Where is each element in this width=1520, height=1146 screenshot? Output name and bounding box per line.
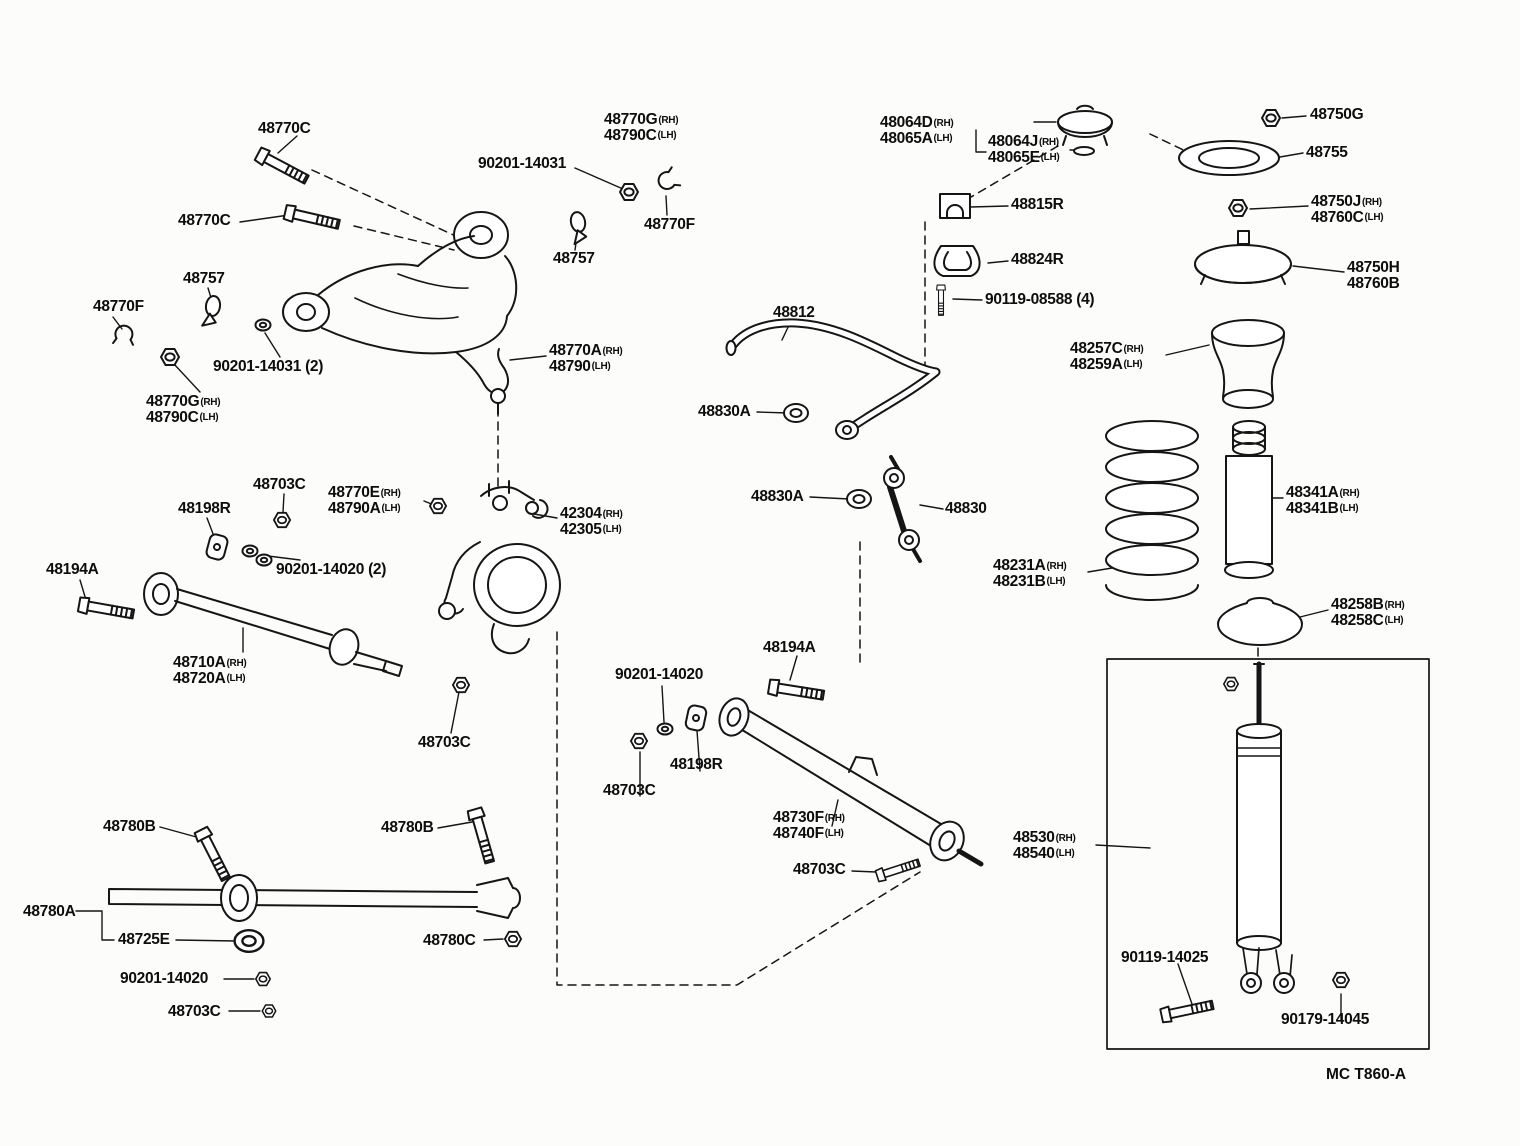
spring-seat-drawing <box>1217 597 1303 646</box>
nut-90179-14045-drawing <box>1332 971 1350 989</box>
spring-support-drawing <box>1178 140 1280 176</box>
shock-absorber-drawing <box>1236 661 1295 994</box>
suspension-support-drawing <box>1194 230 1292 285</box>
nut-48770e-drawing <box>428 497 448 515</box>
tab-48757-top-drawing <box>567 209 591 246</box>
nut-48750g-drawing <box>1261 109 1281 127</box>
bolt-90119-14025-drawing <box>1159 996 1216 1025</box>
bushing-48830a-1-drawing <box>783 403 809 423</box>
bolt-48770c-2-drawing <box>282 203 342 234</box>
upper-control-arm-drawing <box>282 211 518 415</box>
stabilizer-link-drawing <box>883 455 922 563</box>
nut-48703c-37-drawing <box>630 732 648 750</box>
spring-bumper-drawing <box>1211 319 1285 409</box>
shock-absorber-box <box>1106 658 1430 1050</box>
lateral-rod-drawing <box>143 572 403 677</box>
nut-90201-14031-top-drawing <box>619 183 639 201</box>
washer-90201-14031-drawing <box>254 318 272 332</box>
bolt-48780b-right-drawing <box>465 806 499 866</box>
bolt-90119-08588-drawing <box>936 284 946 316</box>
washer-90201-14020-a-drawing <box>241 544 259 558</box>
clip-48770f-top-drawing <box>654 166 682 195</box>
knuckle-drawing <box>438 480 561 655</box>
clip-48770f-left-drawing <box>112 323 136 346</box>
tab-48757-left-drawing <box>201 293 223 329</box>
bushing-48725e-drawing <box>233 929 265 953</box>
stabilizer-bushing-drawing <box>939 193 971 219</box>
nut-48703c-25-drawing <box>261 1004 277 1018</box>
plate-48198r-left-drawing <box>204 532 230 562</box>
dashed-assembly-lines <box>311 133 1259 986</box>
coil-spring-drawing <box>1105 420 1199 601</box>
strut-rod-drawing <box>108 874 521 922</box>
bolt-48770c-1-drawing <box>253 145 312 188</box>
nut-48703c-19-drawing <box>451 676 471 694</box>
bushing-48830a-2-drawing <box>846 489 872 509</box>
washer-90201-14020-b-drawing <box>255 553 273 567</box>
support-sub-assembly-drawing <box>1057 104 1113 156</box>
bolt-48194a-left-drawing <box>76 595 136 623</box>
leader-lines <box>75 115 1345 1021</box>
nut-48750j-drawing <box>1228 199 1248 217</box>
bolt-48780b-left-drawing <box>192 825 235 884</box>
stabilizer-bracket-drawing <box>933 245 981 277</box>
sheet-code: MC T860-A <box>1326 1066 1407 1083</box>
lower-arm-drawing <box>718 697 984 867</box>
washer-90201-14020-mid-drawing <box>656 722 674 736</box>
plate-48198r-mid-drawing <box>683 703 709 733</box>
bolt-48703c-mid-drawing <box>874 855 922 884</box>
nut-48703c-12-drawing <box>272 511 292 529</box>
dust-cover-drawing <box>1224 420 1274 579</box>
bolt-48194a-mid-drawing <box>766 677 826 705</box>
stabilizer-bar-drawing <box>725 318 941 440</box>
nut-48770g-left-drawing <box>160 348 180 366</box>
nut-shock-top-drawing <box>1223 676 1239 692</box>
nut-90201-14020-24-drawing <box>255 971 272 987</box>
nut-48780c-drawing <box>503 930 522 948</box>
